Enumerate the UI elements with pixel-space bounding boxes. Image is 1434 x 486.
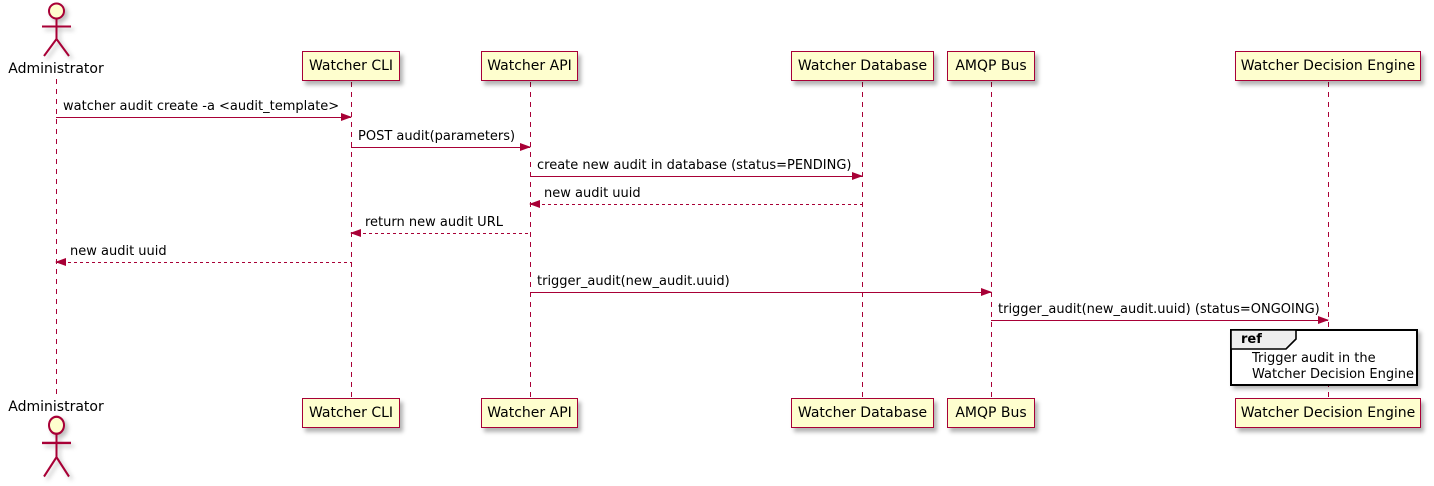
- message-label: trigger_audit(new_audit.uuid) (status=ON…: [998, 302, 1320, 317]
- arrowhead-right-icon: [852, 172, 863, 180]
- arrowhead-right-icon: [520, 143, 531, 151]
- message-arrow: [350, 229, 530, 237]
- participant-top-amqp-bus: AMQP Bus: [947, 51, 1035, 81]
- participant-bottom-amqp-bus: AMQP Bus: [947, 398, 1035, 428]
- participant-bottom-watcher-api: Watcher API: [481, 398, 578, 428]
- participant-bottom-watcher-cli: Watcher CLI: [302, 398, 400, 428]
- actor-icon: [42, 415, 71, 478]
- arrowhead-right-icon: [341, 113, 352, 121]
- lifeline-watcher-cli: [351, 82, 352, 398]
- message-arrow: [55, 258, 351, 266]
- message-arrow: [56, 113, 352, 121]
- participant-top-watcher-api: Watcher API: [481, 51, 578, 81]
- actor-icon: [42, 2, 71, 57]
- lifeline-watcher-database: [862, 82, 863, 398]
- message-label: new audit uuid: [544, 186, 641, 201]
- participant-bottom-watcher-database: Watcher Database: [791, 398, 934, 428]
- message-label: new audit uuid: [70, 244, 167, 259]
- message-arrow: [351, 143, 531, 151]
- participant-top-watcher-database: Watcher Database: [791, 51, 934, 81]
- arrowhead-right-icon: [981, 288, 992, 296]
- participant-bottom-watcher-decision-engine: Watcher Decision Engine: [1235, 398, 1421, 428]
- arrowhead-left-icon: [350, 229, 361, 237]
- actor-label-bottom: Administrator: [8, 399, 104, 415]
- arrowhead-right-icon: [1318, 316, 1329, 324]
- lifeline-amqp-bus: [991, 82, 992, 398]
- participant-top-watcher-decision-engine: Watcher Decision Engine: [1235, 51, 1421, 81]
- message-label: trigger_audit(new_audit.uuid): [537, 274, 730, 289]
- lifeline-watcher-api: [530, 82, 531, 398]
- lifeline-administrator: [56, 79, 57, 398]
- arrowhead-left-icon: [529, 200, 540, 208]
- ref-text-line-1: Trigger audit in the: [1252, 351, 1376, 366]
- participant-top-watcher-cli: Watcher CLI: [302, 51, 400, 81]
- message-label: watcher audit create -a <audit_template>: [63, 99, 340, 114]
- actor-label-top: Administrator: [8, 61, 104, 77]
- message-arrow: [530, 172, 863, 180]
- ref-text-line-2: Watcher Decision Engine: [1252, 367, 1414, 382]
- message-arrow: [991, 316, 1329, 324]
- ref-text: Trigger audit in the Watcher Decision En…: [1252, 351, 1414, 383]
- ref-tab-icon: [1230, 329, 1297, 350]
- message-arrow: [529, 200, 862, 208]
- ref-fragment: ref Trigger audit in the Watcher Decisio…: [1230, 329, 1418, 386]
- ref-keyword: ref: [1241, 332, 1262, 347]
- message-label: create new audit in database (status=PEN…: [537, 158, 852, 173]
- message-arrow: [530, 288, 992, 296]
- lifeline-watcher-decision-engine: [1328, 82, 1329, 398]
- message-label: POST audit(parameters): [358, 129, 516, 144]
- arrowhead-left-icon: [55, 258, 66, 266]
- message-label: return new audit URL: [365, 215, 503, 230]
